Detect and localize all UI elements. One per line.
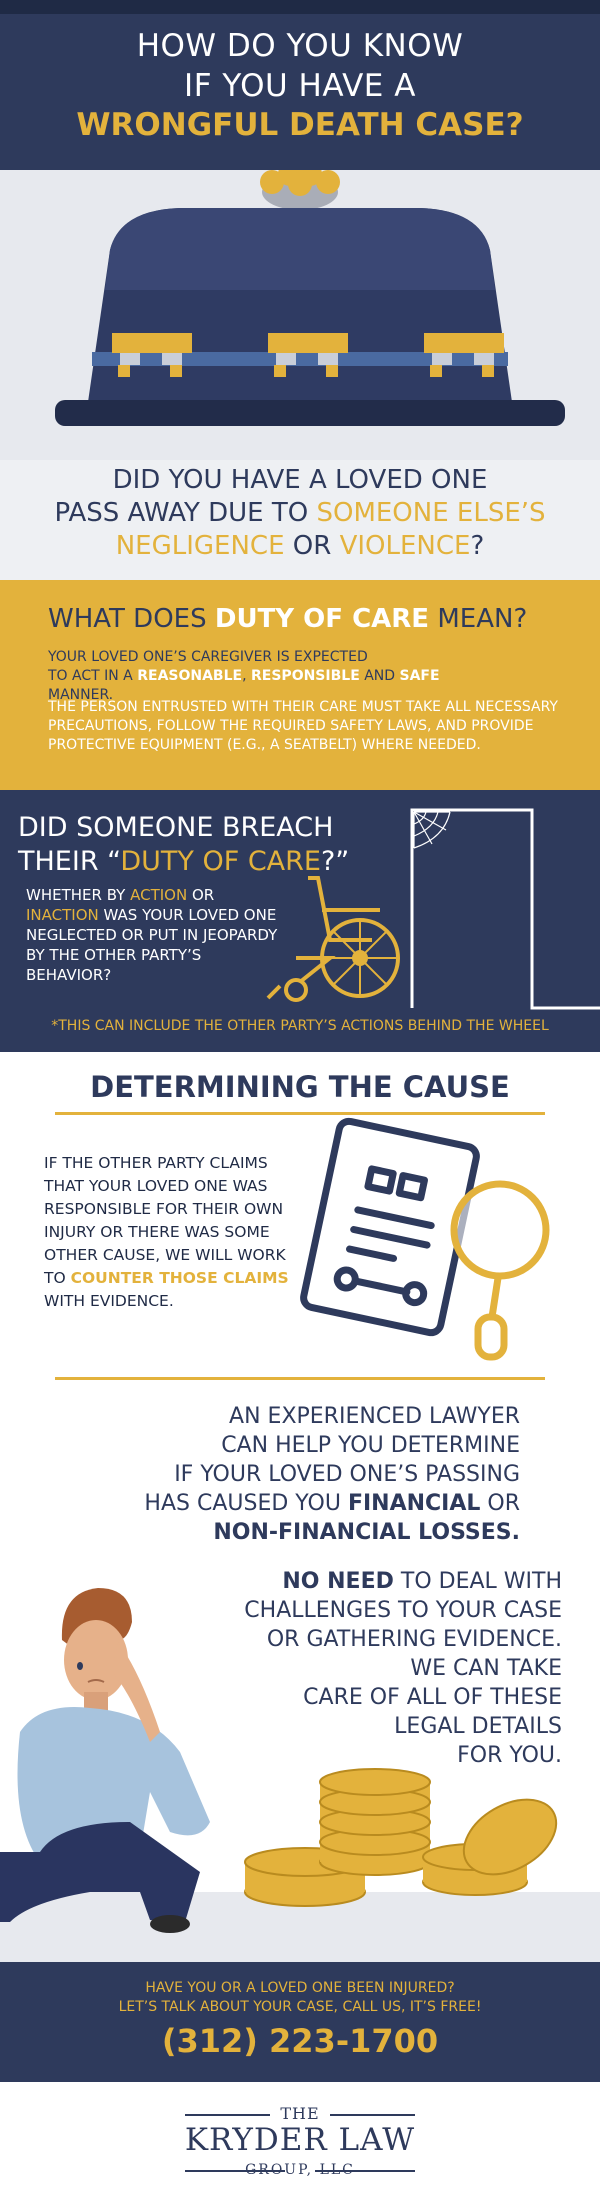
divider-middle xyxy=(55,1377,545,1380)
breach-title-line-1: DID SOMEONE BREACH xyxy=(18,812,334,843)
phone-number-link[interactable]: (312) 223-1700 xyxy=(161,2022,439,2060)
breach-title-line-2: THEIR “DUTY OF CARE?” xyxy=(18,846,350,877)
wheelchair-icon xyxy=(266,876,400,1002)
duty-of-care-section: WHAT DOES DUTY OF CARE MEAN? Your loved … xyxy=(0,580,600,790)
logo-group: GROUP, LLC xyxy=(245,2162,355,2178)
doorway-illustration xyxy=(266,808,600,1010)
coin-stacks-illustration xyxy=(244,1768,558,1907)
logo-rule-right xyxy=(330,2114,415,2116)
question-line-1: DID YOU HAVE A LOVED ONE xyxy=(112,465,488,495)
cta-line-1: Have you or a loved one been injured? xyxy=(145,1980,455,1996)
logo-section: THE KRYDER LAW GROUP, LLC xyxy=(0,2082,600,2200)
breach-footnote: *THIS CAN INCLUDE THE OTHER PARTY’S ACTI… xyxy=(51,1018,549,1034)
lawyer-help-paragraph: An experienced lawyer can help you deter… xyxy=(144,1404,520,1545)
header-title-line-3: WRONGFUL DEATH CASE? xyxy=(76,107,524,143)
breach-body: Whether by action or inaction was your l… xyxy=(26,886,278,984)
casket-illustration xyxy=(55,170,565,426)
handle-left xyxy=(112,333,192,377)
handle-middle xyxy=(268,333,348,377)
call-to-action-section: Have you or a loved one been injured? Le… xyxy=(0,1962,600,2082)
duty-of-care-title: WHAT DOES DUTY OF CARE MEAN? xyxy=(48,604,528,634)
no-need-paragraph: No need to deal with challenges to your … xyxy=(244,1569,562,1768)
cta-line-2: Let’s talk about your case, call us, it’… xyxy=(118,1999,482,2015)
spider-web-icon xyxy=(413,811,451,849)
breach-section: DID SOMEONE BREACH THEIR “DUTY OF CARE?”… xyxy=(0,790,600,1052)
logo-rule-left xyxy=(185,2114,270,2116)
logo-the: THE xyxy=(280,2104,320,2123)
header-title-line-1: HOW DO YOU KNOW xyxy=(136,28,464,64)
document-magnifier-icon xyxy=(300,1117,550,1361)
duty-of-care-paragraph-2: The person entrusted with their care mus… xyxy=(48,699,558,753)
determining-section: DETERMINING THE CAUSE If the other party… xyxy=(0,1052,600,1962)
logo-main: KRYDER LAW xyxy=(184,2122,416,2158)
sad-man-illustration xyxy=(0,1588,210,1933)
logo-rule-bottom-right xyxy=(315,2170,415,2172)
determining-paragraph-1: If the other party claims that your love… xyxy=(44,1154,289,1310)
question-line-2: PASS AWAY DUE TO SOMEONE ELSE’S xyxy=(54,498,546,528)
header-top-bar xyxy=(0,0,600,14)
header-section: HOW DO YOU KNOW IF YOU HAVE A WRONGFUL D… xyxy=(0,0,600,170)
header-title-line-2: IF YOU HAVE A xyxy=(184,68,416,104)
flowers-icon xyxy=(260,170,340,210)
determining-title: DETERMINING THE CAUSE xyxy=(90,1070,510,1104)
question-line-3: NEGLIGENCE OR VIOLENCE? xyxy=(115,531,485,561)
casket-section: DID YOU HAVE A LOVED ONE PASS AWAY DUE T… xyxy=(0,170,600,580)
logo-rule-bottom-left xyxy=(185,2170,285,2172)
handle-right xyxy=(424,333,504,377)
divider-top xyxy=(55,1112,545,1115)
duty-of-care-paragraph-1: Your loved one’s caregiver is expected t… xyxy=(48,649,440,703)
